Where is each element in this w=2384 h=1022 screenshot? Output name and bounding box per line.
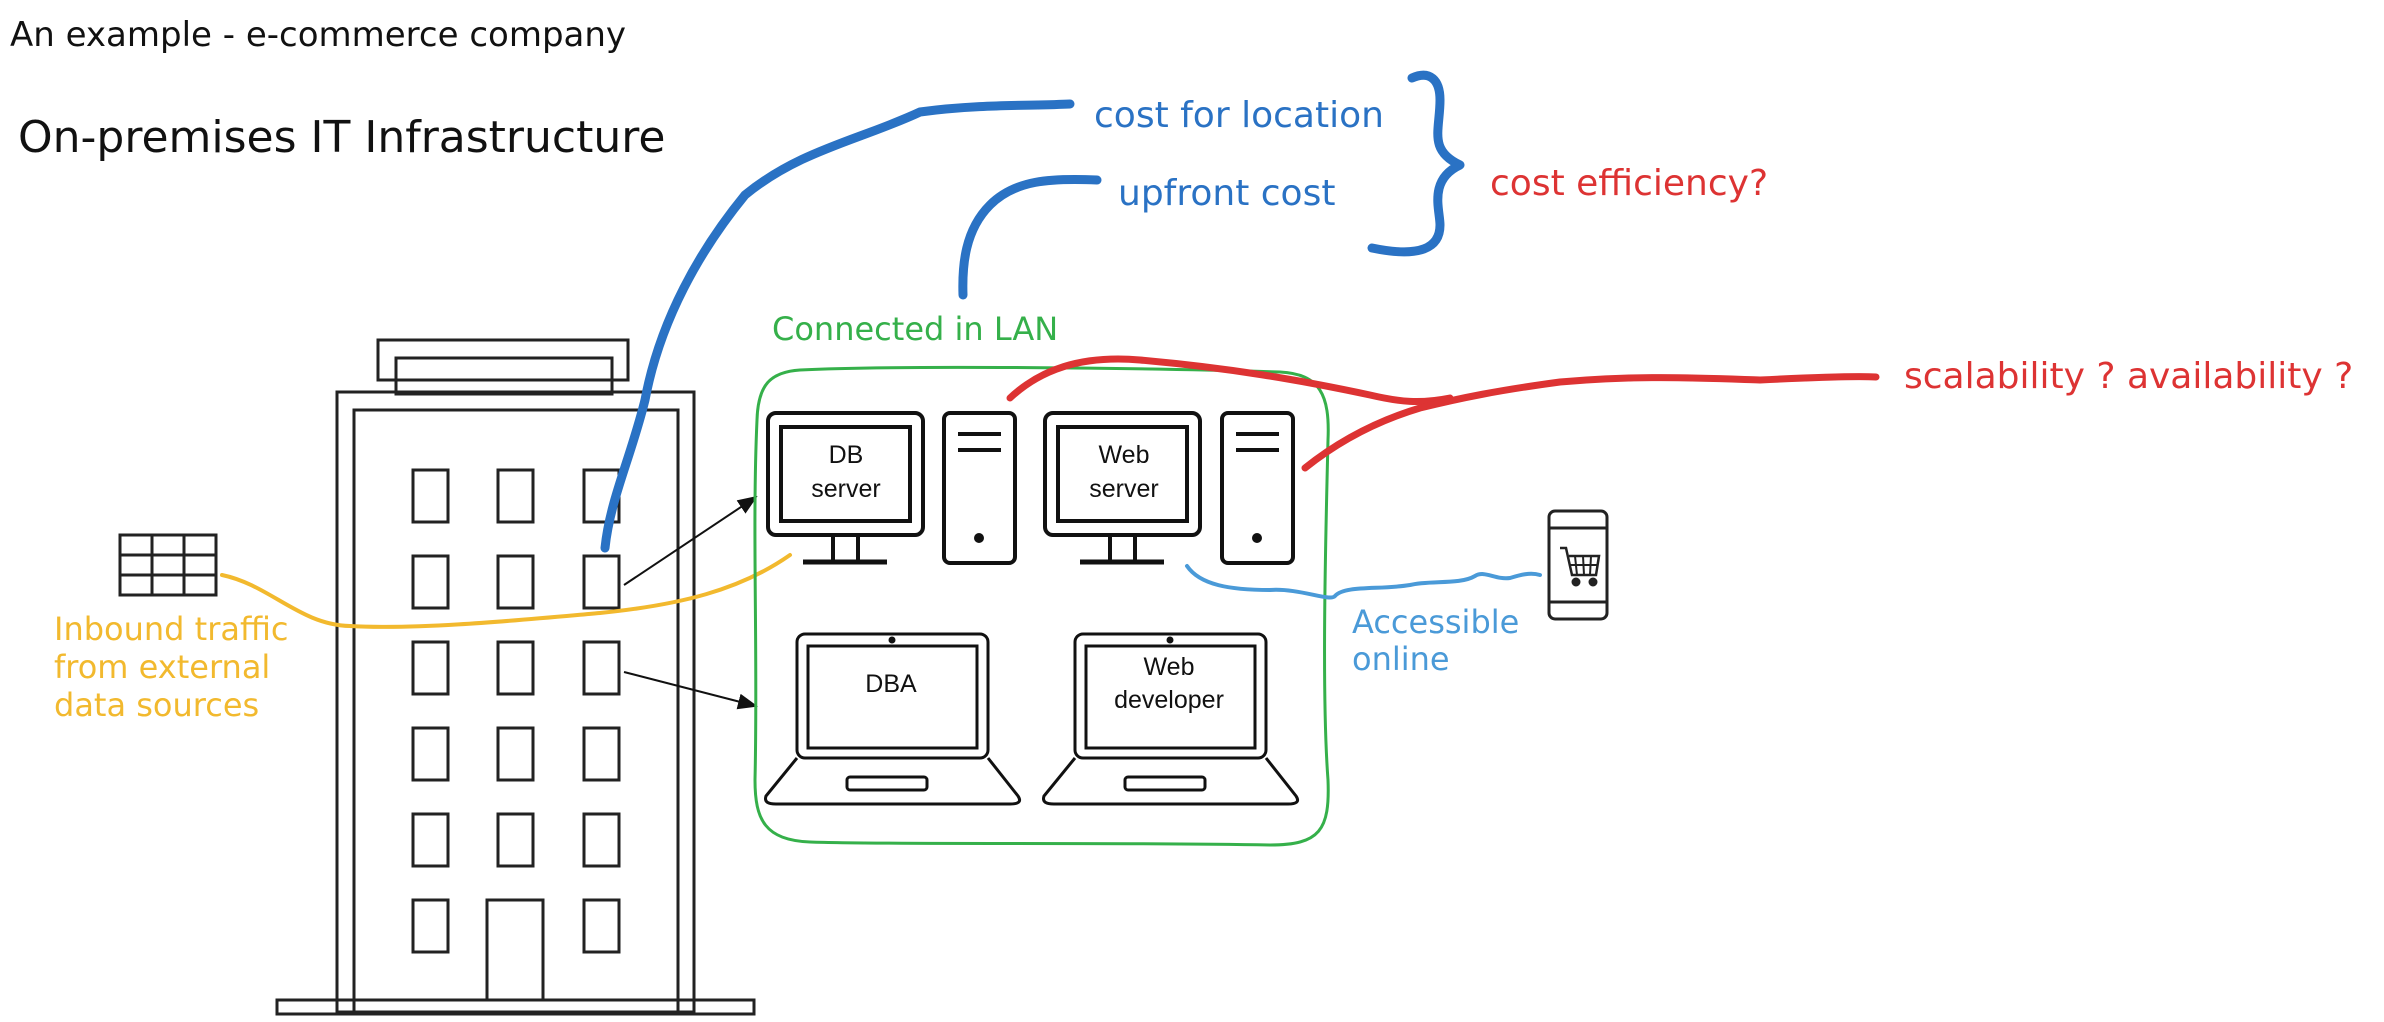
server-tower-icon-2 <box>1220 411 1295 565</box>
dba-laptop-label: DBA <box>865 670 917 698</box>
inbound-traffic-line <box>220 553 792 629</box>
web-server-label-1: Web <box>1099 441 1150 469</box>
web-developer-label-1: Web <box>1144 653 1195 681</box>
upfront-cost-label: upfront cost <box>1118 173 1335 214</box>
brace-icon <box>1367 70 1465 257</box>
server-tower-icon <box>942 411 1017 565</box>
web-server-label-2: server <box>1089 475 1158 503</box>
cost-efficiency-label: cost efficiency? <box>1490 163 1768 204</box>
inbound-traffic-label-1: Inbound traffic <box>54 610 289 648</box>
dba-laptop <box>764 632 1022 806</box>
office-building-icon <box>275 338 756 1016</box>
cost-location-label: cost for location <box>1094 95 1384 136</box>
web-developer-label-2: developer <box>1114 686 1224 714</box>
accessible-online-label-2: online <box>1352 640 1450 678</box>
scalability-label: scalability ? availability ? <box>1904 356 2353 397</box>
building-to-laptops-arrow <box>623 671 758 710</box>
table-grid-icon <box>118 533 218 597</box>
db-server-monitor <box>766 411 925 565</box>
accessible-online-label-1: Accessible <box>1352 603 1519 641</box>
db-server-label-1: DB <box>829 441 864 469</box>
scalability-line-2 <box>1301 373 1880 472</box>
building-to-servers-arrow <box>623 495 758 586</box>
accessible-online-line <box>1185 564 1542 600</box>
inbound-traffic-label-2: from external <box>54 648 270 686</box>
diagram-subtitle: An example - e-commerce company <box>10 15 626 55</box>
scalability-line-1 <box>1006 355 1454 406</box>
diagram-title: On-premises IT Infrastructure <box>18 112 665 163</box>
inbound-traffic-label-3: data sources <box>54 686 259 724</box>
mobile-shopping-cart-icon <box>1547 509 1609 621</box>
web-server-monitor <box>1043 411 1202 565</box>
upfront-cost-line <box>958 174 1102 300</box>
cost-location-line <box>600 99 1075 553</box>
lan-boundary <box>753 365 1330 847</box>
web-developer-laptop <box>1042 632 1300 806</box>
db-server-label-2: server <box>811 475 880 503</box>
lan-label: Connected in LAN <box>772 310 1058 348</box>
